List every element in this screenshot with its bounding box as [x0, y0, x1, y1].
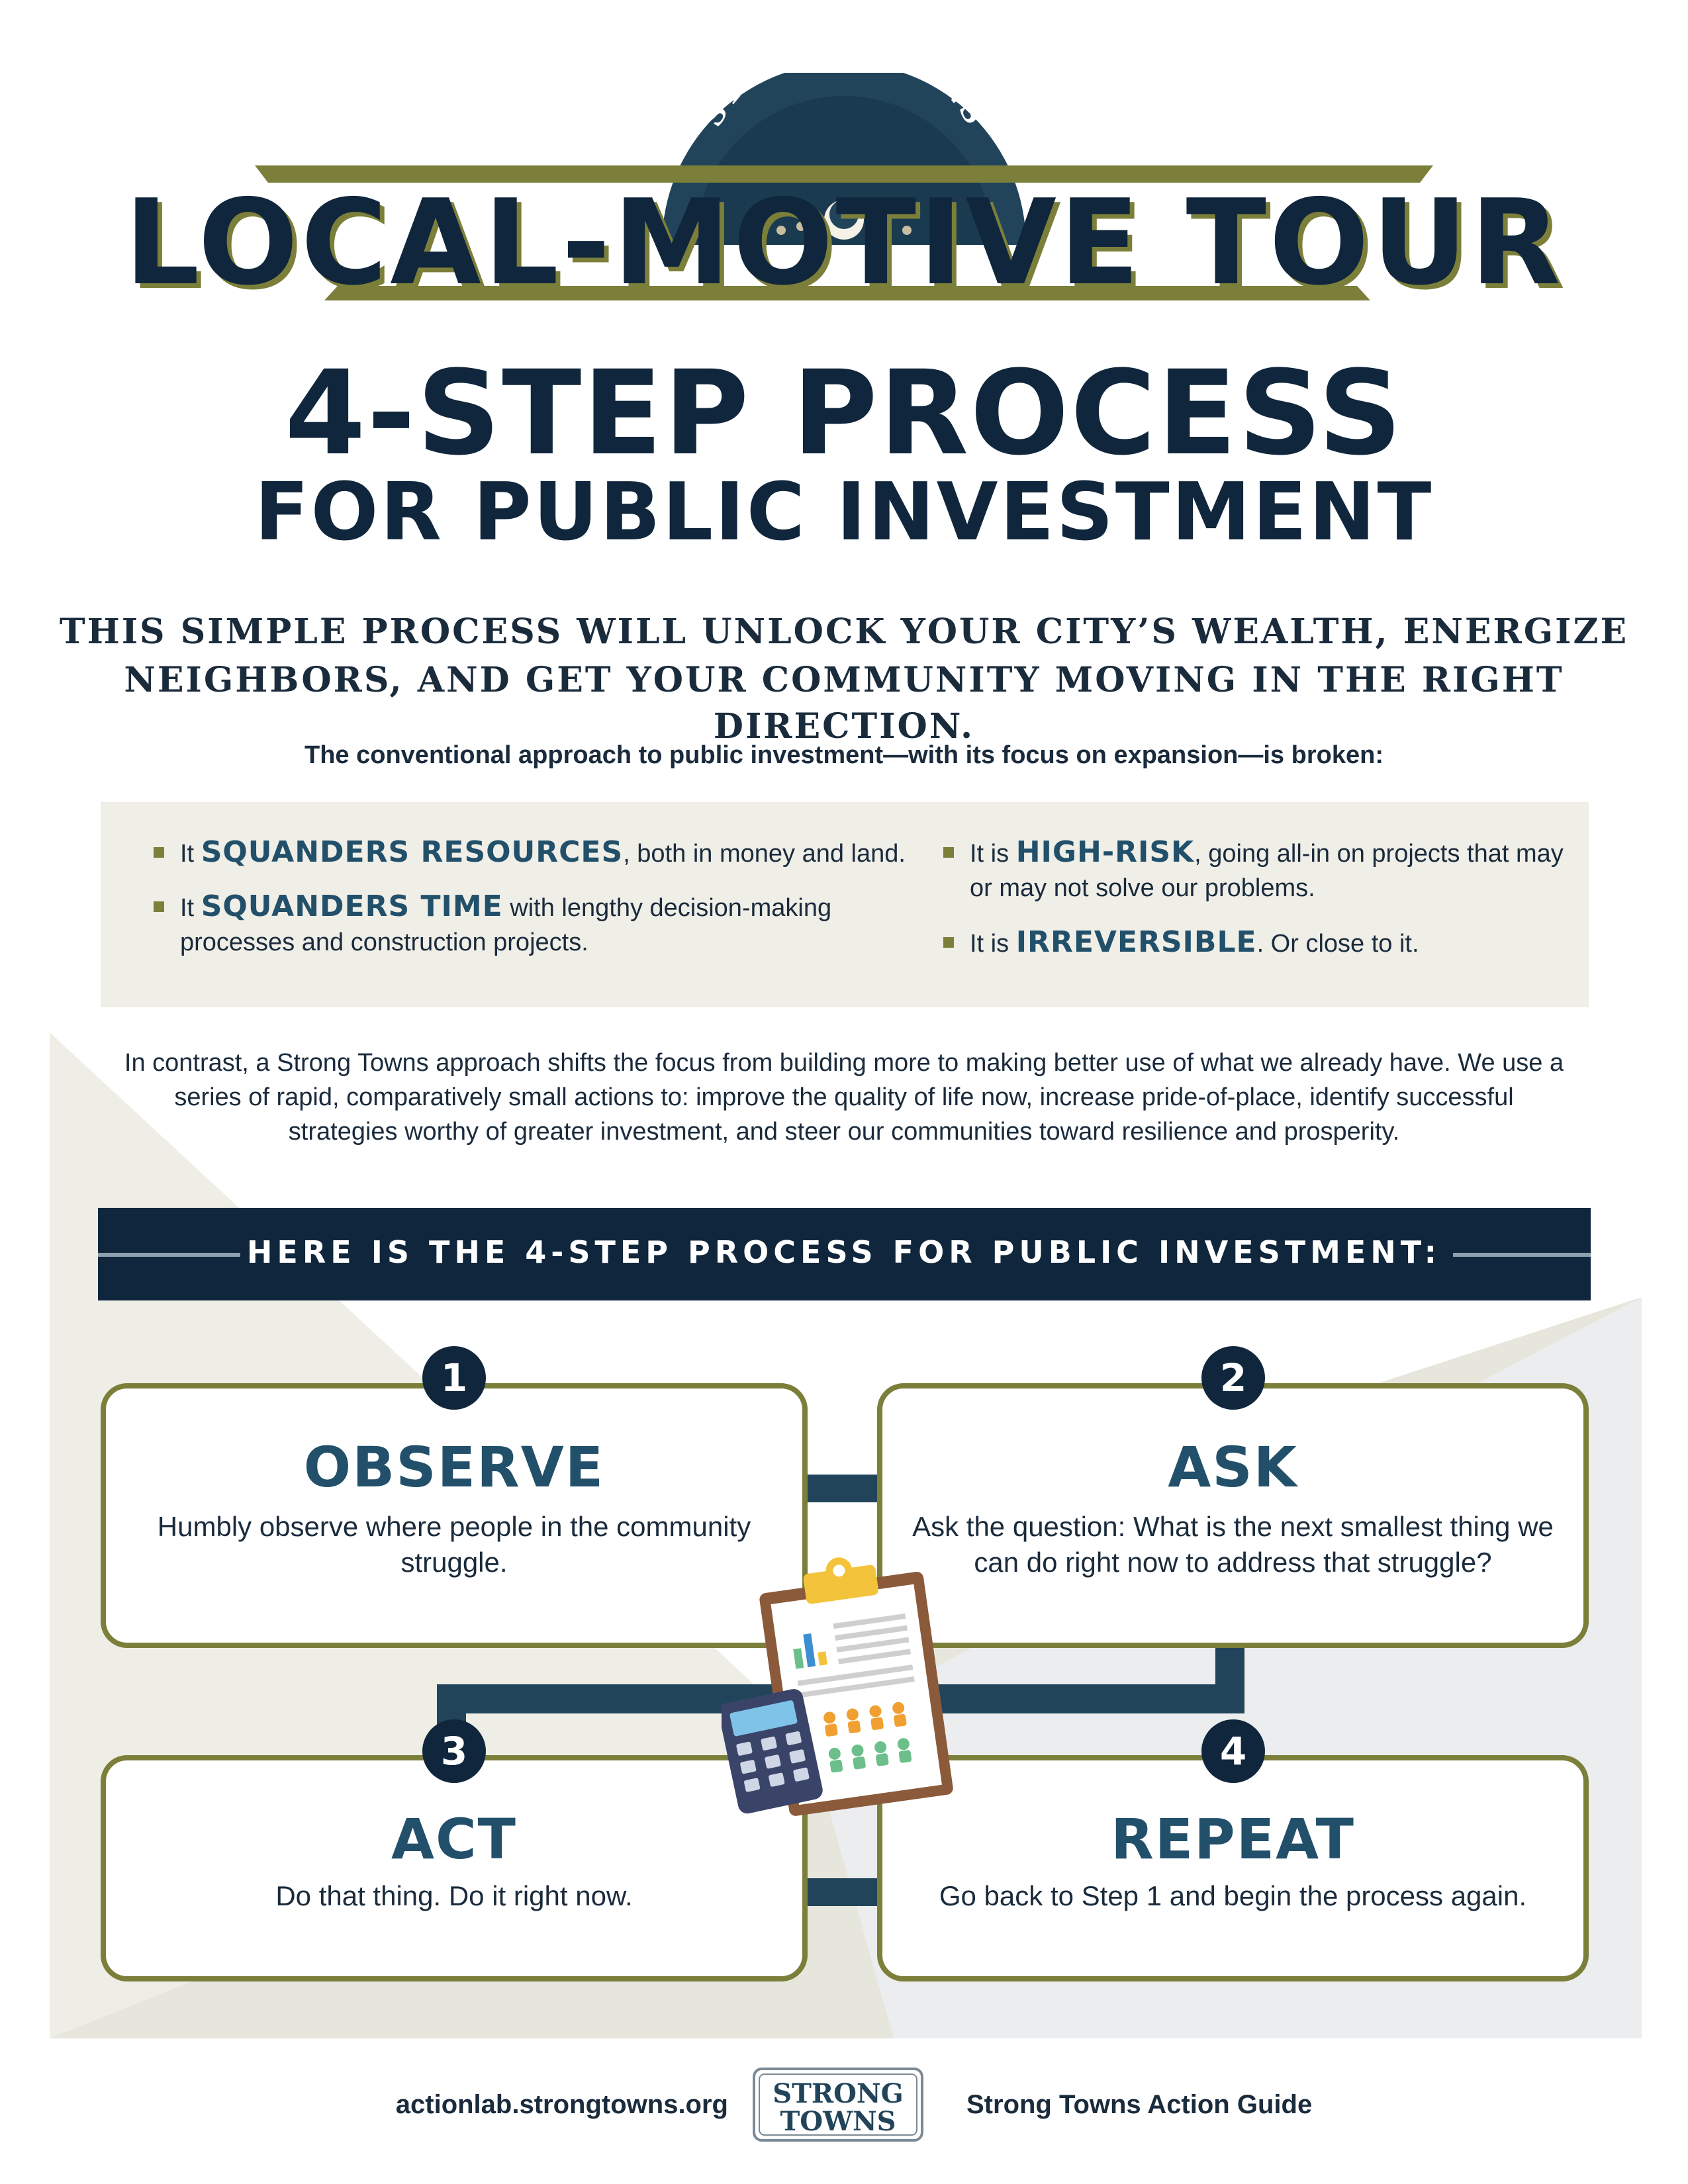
main-subtitle: FOR PUBLIC INVESTMENT — [254, 467, 1434, 559]
problem-emphasis: SQUANDERS RESOURCES — [201, 835, 624, 869]
step-title: ACT — [391, 1807, 517, 1872]
connector-1-2 — [808, 1475, 880, 1502]
step-number-badge: 3 — [422, 1719, 486, 1783]
step-number-badge: 2 — [1201, 1346, 1265, 1410]
step-title: REPEAT — [1111, 1807, 1355, 1872]
step-number-badge: 1 — [422, 1346, 486, 1410]
step-description: Ask the question: What is the next small… — [912, 1511, 1554, 1578]
problem-item: It is HIGH-RISK, going all-in on project… — [943, 835, 1566, 905]
main-title: 4-STEP PROCESS — [285, 345, 1403, 481]
footer-url-link[interactable]: actionlab.strongtowns.org — [395, 2090, 728, 2119]
step-description: Do that thing. Do it right now. — [275, 1880, 633, 1911]
step-card-ask — [877, 1383, 1589, 1648]
banner-top-rule — [255, 165, 1433, 183]
footer-guide-label: Strong Towns Action Guide — [966, 2090, 1313, 2119]
intro-text: The conventional approach to public inve… — [305, 741, 1383, 769]
process-band — [98, 1208, 1591, 1300]
problem-item: It is IRREVERSIBLE. Or close to it. — [943, 925, 1566, 961]
banner-bottom-rule — [324, 286, 1370, 300]
step-description: Humbly observe where people in the commu… — [157, 1511, 751, 1578]
step-title: OBSERVE — [303, 1435, 605, 1500]
tour-title: LOCAL-MOTIVE TOUR — [124, 174, 1564, 311]
svg-text:STRONG: STRONG — [773, 2078, 903, 2109]
band-rule-right — [1453, 1253, 1591, 1257]
bullet-square-icon — [154, 901, 164, 912]
contrast-paragraph: In contrast, a Strong Towns approach shi… — [124, 1049, 1564, 1146]
bullet-square-icon — [154, 847, 164, 858]
tagline-line-2: NEIGHBORS, AND GET YOUR COMMUNITY MOVING… — [124, 660, 1564, 747]
strong-towns-badge-icon: STRONG TOWNS — [662, 73, 1026, 245]
strong-towns-logo-icon: STRONG TOWNS — [753, 2068, 923, 2142]
step-card-act — [101, 1755, 808, 1981]
step-number-badge: 4 — [1201, 1719, 1265, 1783]
clipboard-calculator-icon — [722, 1557, 953, 1816]
band-rule-left — [98, 1253, 240, 1257]
problem-emphasis: IRREVERSIBLE — [1015, 925, 1257, 959]
tagline-line-1: THIS SIMPLE PROCESS WILL UNLOCK YOUR CIT… — [59, 612, 1629, 652]
step-description: Go back to Step 1 and begin the process … — [939, 1880, 1527, 1911]
problem-emphasis: HIGH-RISK — [1015, 835, 1195, 869]
problem-item: It SQUANDERS RESOURCES, both in money an… — [154, 835, 941, 871]
svg-text:TOWNS: TOWNS — [780, 2106, 896, 2137]
problem-item: It SQUANDERS TIME with lengthy decision-… — [154, 889, 908, 960]
bullet-square-icon — [943, 847, 954, 858]
process-band-heading: HERE IS THE 4-STEP PROCESS FOR PUBLIC IN… — [246, 1234, 1442, 1270]
step-title: ASK — [1168, 1435, 1298, 1500]
problem-emphasis: SQUANDERS TIME — [201, 889, 503, 923]
connector-3-4 — [808, 1878, 880, 1906]
problems-panel — [101, 802, 1589, 1007]
bullet-square-icon — [943, 937, 954, 948]
